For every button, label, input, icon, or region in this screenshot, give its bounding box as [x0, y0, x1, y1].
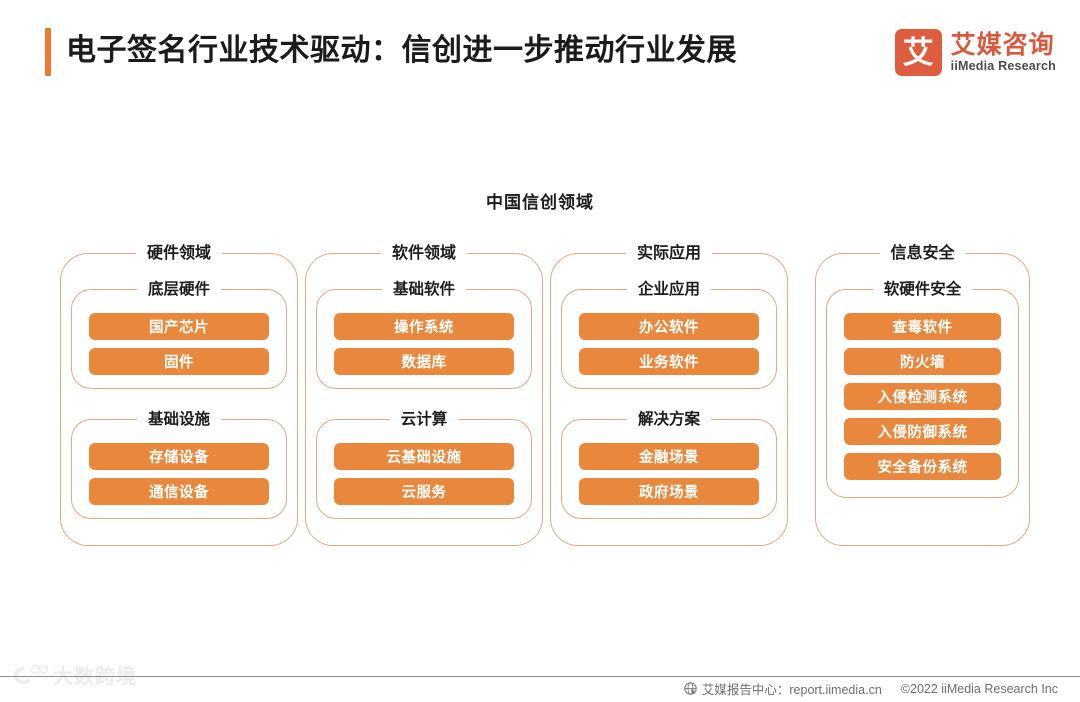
header: 电子签名行业技术驱动：信创进一步推动行业发展 艾 艾媒咨询 iiMedia Re… — [0, 0, 1080, 112]
domain-group-security: 信息安全 软硬件安全 查毒软件 防火墙 入侵检测系统 入侵防御系统 安全备份系统 — [815, 243, 1030, 546]
subgroup-body: 云基础设施 云服务 — [316, 409, 532, 519]
subgroup-body: 查毒软件 防火墙 入侵检测系统 入侵防御系统 安全备份系统 — [826, 279, 1019, 498]
subgroup: 基础软件 操作系统 数据库 — [316, 279, 532, 389]
subgroup-body: 金融场景 政府场景 — [561, 409, 777, 519]
item-pill[interactable]: 数据库 — [334, 348, 514, 375]
subgroup: 底层硬件 国产芯片 固件 — [71, 279, 287, 389]
item-pill[interactable]: 查毒软件 — [844, 313, 1001, 340]
subgroup-label: 解决方案 — [626, 409, 712, 430]
spacer — [71, 389, 287, 409]
diagram-column: 硬件领域 底层硬件 国产芯片 固件 基础设施 — [60, 243, 298, 546]
item-pill[interactable]: 通信设备 — [89, 478, 269, 505]
footer-divider — [0, 676, 1080, 677]
item-pill[interactable]: 业务软件 — [579, 348, 759, 375]
subgroup: 云计算 云基础设施 云服务 — [316, 409, 532, 519]
brand-name-cn: 艾媒咨询 — [950, 30, 1055, 59]
domain-group-application: 实际应用 企业应用 办公软件 业务软件 解决方案 — [550, 243, 788, 546]
item-pill[interactable]: 安全备份系统 — [844, 453, 1001, 480]
brand-name-en: iiMedia Research — [950, 58, 1056, 73]
subgroup-label: 底层硬件 — [136, 279, 222, 300]
item-pill[interactable]: 金融场景 — [579, 443, 759, 470]
group-body: 软硬件安全 查毒软件 防火墙 入侵检测系统 入侵防御系统 安全备份系统 — [826, 279, 1019, 534]
subgroup: 企业应用 办公软件 业务软件 — [561, 279, 777, 389]
footer-copyright: ©2022 iiMedia Research Inc — [900, 681, 1058, 696]
item-pill[interactable]: 防火墙 — [844, 348, 1001, 375]
group-label: 信息安全 — [879, 243, 966, 264]
item-pill[interactable]: 存储设备 — [89, 443, 269, 470]
group-label: 软件领域 — [380, 243, 468, 264]
diagram-column: 软件领域 基础软件 操作系统 数据库 云计算 — [305, 243, 543, 546]
domain-group-software: 软件领域 基础软件 操作系统 数据库 云计算 — [305, 243, 543, 546]
title-accent-bar — [45, 28, 51, 76]
subgroup-body: 办公软件 业务软件 — [561, 279, 777, 389]
spacer — [316, 389, 532, 409]
item-pill[interactable]: 办公软件 — [579, 313, 759, 340]
item-pill[interactable]: 政府场景 — [579, 478, 759, 505]
brand-logo: 艾 艾媒咨询 iiMedia Research — [894, 28, 1056, 76]
item-pill[interactable]: 国产芯片 — [89, 313, 269, 340]
footer-report-center: 艾媒报告中心：report.iimedia.cn — [701, 683, 882, 697]
subgroup-body: 操作系统 数据库 — [316, 279, 532, 389]
item-pill[interactable]: 云服务 — [334, 478, 514, 505]
diagram-column: 信息安全 软硬件安全 查毒软件 防火墙 入侵检测系统 入侵防御系统 安全备份系统 — [815, 243, 1030, 546]
subgroup-label: 企业应用 — [626, 279, 712, 300]
item-pill[interactable]: 操作系统 — [334, 313, 514, 340]
diagram-title: 中国信创领域 — [486, 193, 594, 212]
page-title: 电子签名行业技术驱动：信创进一步推动行业发展 — [66, 34, 737, 67]
group-label: 实际应用 — [625, 243, 713, 264]
diagram-column: 实际应用 企业应用 办公软件 业务软件 解决方案 — [550, 243, 788, 546]
subgroup-label: 软硬件安全 — [872, 279, 973, 300]
brand-text: 艾媒咨询 iiMedia Research — [951, 31, 1056, 74]
group-body: 企业应用 办公软件 业务软件 解决方案 金融场景 政府场景 — [561, 279, 777, 534]
subgroup-label: 基础软件 — [381, 279, 467, 300]
subgroup: 软硬件安全 查毒软件 防火墙 入侵检测系统 入侵防御系统 安全备份系统 — [826, 279, 1019, 498]
item-pill[interactable]: 入侵防御系统 — [844, 418, 1001, 445]
footer: 艾媒报告中心：report.iimedia.cn ©2022 iiMedia R… — [684, 679, 1058, 698]
subgroup: 基础设施 存储设备 通信设备 — [71, 409, 287, 519]
subgroup-label: 基础设施 — [136, 409, 222, 430]
iimedia-logo-icon: 艾 — [894, 28, 942, 76]
subgroup-label: 云计算 — [389, 409, 459, 430]
domain-group-hardware: 硬件领域 底层硬件 国产芯片 固件 基础设施 — [60, 243, 298, 546]
globe-icon — [684, 682, 697, 695]
group-label: 硬件领域 — [135, 243, 223, 264]
item-pill[interactable]: 固件 — [89, 348, 269, 375]
subgroup-body: 国产芯片 固件 — [71, 279, 287, 389]
item-pill[interactable]: 云基础设施 — [334, 443, 514, 470]
group-body: 底层硬件 国产芯片 固件 基础设施 存储设备 通信设备 — [71, 279, 287, 534]
subgroup: 解决方案 金融场景 政府场景 — [561, 409, 777, 519]
subgroup-body: 存储设备 通信设备 — [71, 409, 287, 519]
item-pill[interactable]: 入侵检测系统 — [844, 383, 1001, 410]
group-body: 基础软件 操作系统 数据库 云计算 云基础设施 云服务 — [316, 279, 532, 534]
spacer — [561, 389, 777, 409]
